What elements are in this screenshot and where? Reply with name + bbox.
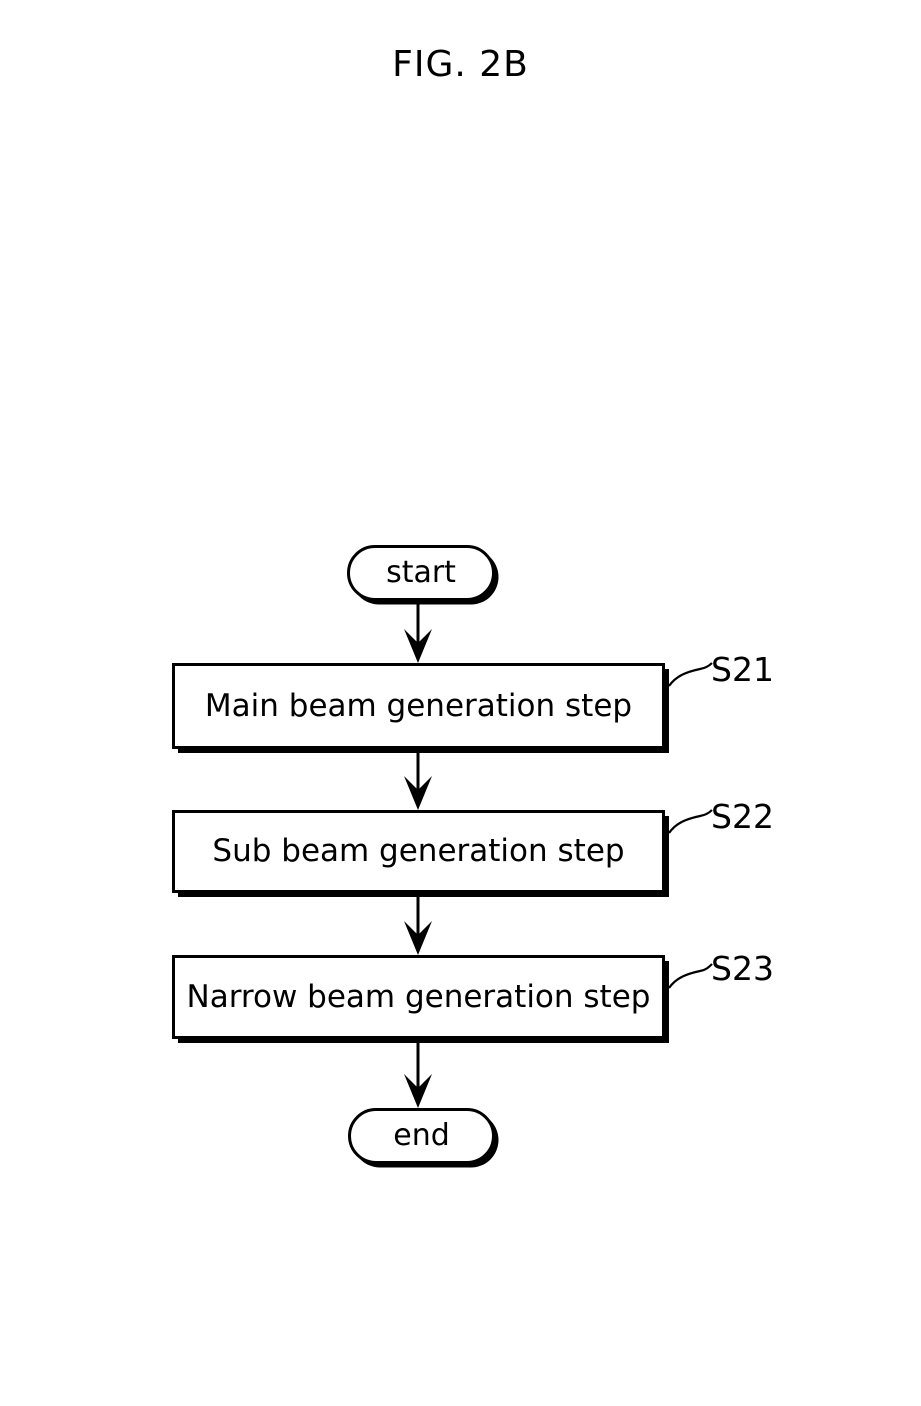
leader-line-s22 (668, 809, 713, 834)
leader-line-s21 (668, 662, 713, 687)
connector-start-to-s21 (404, 601, 432, 663)
step-reference-s21: S21 (711, 650, 774, 689)
leader-line-s23 (668, 963, 713, 989)
flowchart-start-node: start (347, 545, 495, 601)
connector-s22-to-s23 (404, 893, 432, 955)
connector-s21-to-s22 (404, 749, 432, 810)
step-reference-s23: S23 (711, 949, 774, 988)
flowchart-start-label: start (386, 555, 456, 590)
flowchart-end-label: end (393, 1118, 450, 1153)
flowchart-step-label-s21: Main beam generation step (204, 687, 633, 724)
flowchart-step-label-s22: Sub beam generation step (212, 833, 625, 869)
connector-s23-to-end (404, 1039, 432, 1108)
step-reference-s22: S22 (711, 797, 774, 836)
figure-title: FIG. 2B (392, 44, 529, 85)
flowchart-step-box-s22: Sub beam generation step (172, 810, 665, 893)
flowchart-step-box-s23: Narrow beam generation step (172, 955, 665, 1039)
flowchart-step-label-s23: Narrow beam generation step (186, 978, 651, 1015)
flowchart-end-node: end (348, 1108, 495, 1164)
flowchart-step-box-s21: Main beam generation step (172, 663, 665, 749)
